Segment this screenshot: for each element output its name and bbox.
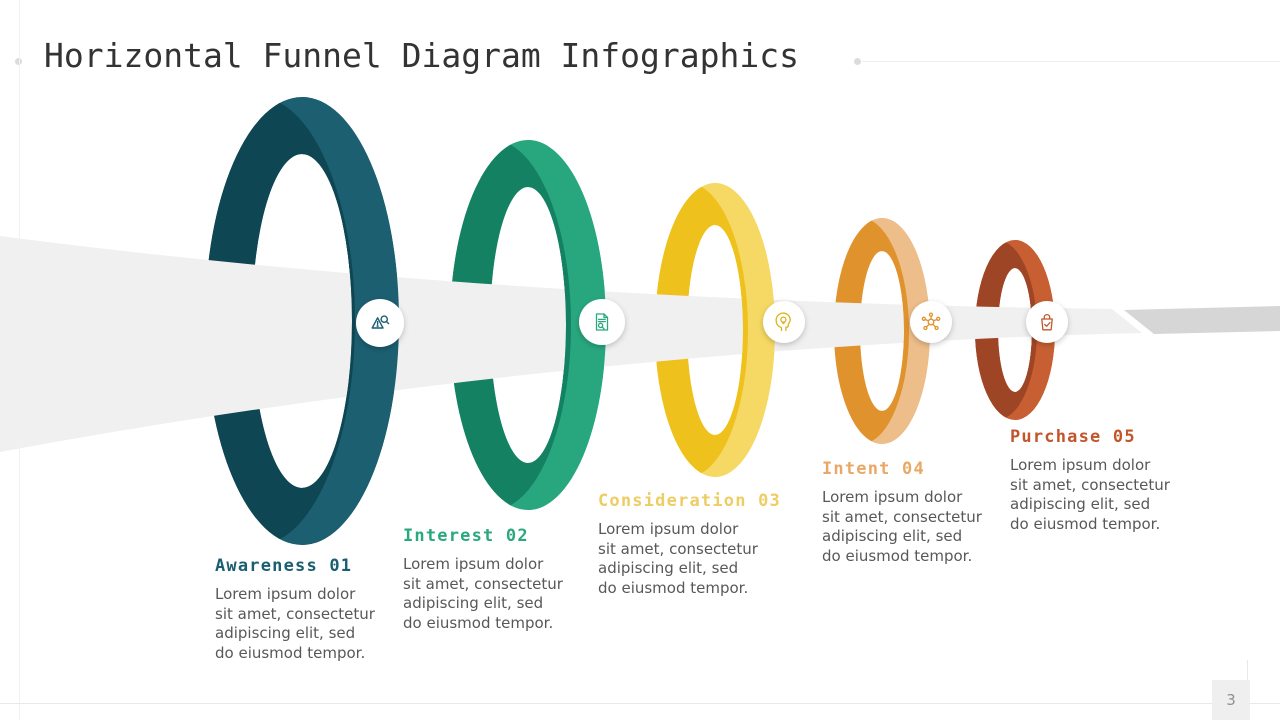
stage-description: Lorem ipsum dolor sit amet, consectetur … xyxy=(598,520,758,597)
stage-description: Lorem ipsum dolor sit amet, consectetur … xyxy=(822,488,982,565)
page-number: 3 xyxy=(1212,680,1250,720)
stage-purchase: Purchase 05 Lorem ipsum dolor sit amet, … xyxy=(1010,427,1172,535)
guide-line xyxy=(862,61,1280,62)
badge-consideration xyxy=(763,301,805,343)
guide-dot xyxy=(15,58,22,65)
guide-dot xyxy=(854,58,861,65)
stage-intent: Intent 04 Lorem ipsum dolor sit amet, co… xyxy=(822,459,984,567)
stage-label: Interest 02 xyxy=(403,526,529,546)
badge-intent xyxy=(910,301,952,343)
stage-description: Lorem ipsum dolor sit amet, consectetur … xyxy=(215,585,375,662)
badge-purchase xyxy=(1026,301,1068,343)
stage-label: Consideration 03 xyxy=(598,491,781,511)
stage-awareness: Awareness 01 Lorem ipsum dolor sit amet,… xyxy=(215,556,377,664)
funnel-arrow-band xyxy=(1124,306,1280,334)
stage-label: Purchase 05 xyxy=(1010,427,1136,447)
stage-description: Lorem ipsum dolor sit amet, consectetur … xyxy=(1010,456,1170,533)
stage-label: Intent 04 xyxy=(822,459,925,479)
head-idea-icon xyxy=(775,312,791,332)
stage-consideration: Consideration 03 Lorem ipsum dolor sit a… xyxy=(598,491,781,599)
guide-line xyxy=(0,703,1280,704)
stage-description: Lorem ipsum dolor sit amet, consectetur … xyxy=(403,555,563,632)
alert-search-icon xyxy=(371,315,390,329)
guide-line xyxy=(19,0,20,720)
shopping-bag-check-icon xyxy=(1041,314,1053,331)
document-analysis-icon xyxy=(595,313,609,331)
stage-interest: Interest 02 Lorem ipsum dolor sit amet, … xyxy=(403,526,565,634)
badge-interest xyxy=(579,299,625,345)
badge-awareness xyxy=(356,299,404,347)
page-title: Horizontal Funnel Diagram Infographics xyxy=(44,36,799,75)
network-nodes-icon xyxy=(921,312,941,331)
stage-label: Awareness 01 xyxy=(215,556,353,576)
